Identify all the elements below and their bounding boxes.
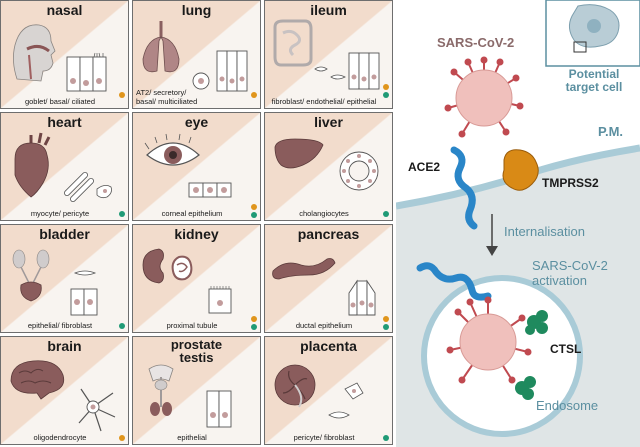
process-label: Internalisation [504, 224, 585, 239]
tile-placenta: placenta pericyte/ fibroblast [264, 336, 393, 445]
green-marker [251, 212, 257, 218]
tile-lung: lung AT2/ secretory/ basal/ multiciliate… [132, 0, 261, 109]
tissue-grid: nasal goblet/ basal/ ciliated lung AT2/ … [0, 0, 393, 445]
brain-illustration [10, 360, 116, 432]
tile-eye: eye corneal epithelium [132, 112, 261, 221]
tile-nasal: nasal goblet/ basal/ ciliated [0, 0, 129, 109]
heart-illustration [14, 132, 112, 202]
orange-marker [251, 204, 257, 210]
tile-caption: fibroblast/ endothelial/ epithelial [271, 96, 377, 106]
orange-marker [119, 435, 125, 441]
green-marker [383, 92, 389, 98]
pancreas-illustration [272, 258, 376, 316]
tile-prostate-testis: prostate testis epithelial [132, 336, 261, 445]
tile-title: eye [184, 114, 209, 130]
tile-title: heart [47, 114, 82, 130]
ctsl-protease [515, 310, 548, 400]
orange-marker [119, 92, 125, 98]
green-marker [383, 435, 389, 441]
tile-title-line2: testis [179, 350, 214, 365]
tile-caption: cholangiocytes [299, 208, 349, 218]
orange-marker [251, 316, 257, 322]
virus-label: SARS-CoV-2 [437, 35, 515, 50]
tile-heart: heart myocyte/ pericyte [0, 112, 129, 221]
orange-marker [383, 84, 389, 90]
activation-line1: SARS-CoV-2 [532, 258, 608, 273]
tile-caption: myocyte/ pericyte [30, 208, 90, 218]
endosome-label: Endosome [536, 398, 599, 413]
tile-title: kidney [174, 226, 219, 242]
mechanism-panel: SARS-CoV-2 Potential target cell P.M. AC… [396, 0, 640, 447]
tile-caption: oligodendrocyte [33, 432, 87, 442]
tile-caption: ductal epithelium [295, 320, 353, 330]
bladder-illustration [12, 249, 98, 316]
tile-bladder: bladder epithelial/ fibroblast [0, 224, 129, 333]
ace2-internalised [416, 262, 492, 301]
green-marker [251, 324, 257, 330]
internalised-virus [446, 296, 532, 384]
lung-illustration [142, 21, 248, 92]
ctsl-label: CTSL [550, 342, 582, 356]
tile-caption: proximal tubule [166, 320, 218, 330]
virus-particle [444, 56, 524, 138]
green-marker [383, 324, 389, 330]
tile-ileum: ileum fibroblast/ endothelial/ epithelia… [264, 0, 393, 109]
orange-marker [251, 92, 257, 98]
tmprss2-protease [502, 149, 539, 191]
kidney-illustration [142, 248, 232, 314]
ace2-receptor [450, 146, 478, 230]
tile-title: lung [181, 2, 212, 18]
tile-caption: epithelial/ fibroblast [27, 320, 93, 330]
tile-title: pancreas [297, 226, 360, 242]
tile-caption: corneal epithelium [161, 208, 223, 218]
tile-title: nasal [46, 2, 83, 18]
tile-brain: brain oligodendrocyte [0, 336, 129, 445]
tile-caption: epithelial [177, 432, 207, 442]
liver-illustration [274, 138, 379, 191]
green-marker [383, 211, 389, 217]
activation-line2: activation [532, 273, 587, 288]
tile-kidney: kidney proximal tubule [132, 224, 261, 333]
ace2-label: ACE2 [408, 160, 441, 174]
inset-label: Potential target cell [548, 68, 640, 94]
tile-caption: goblet/ basal/ ciliated [24, 96, 96, 106]
tile-title: prostate testis [133, 338, 260, 364]
tile-caption: AT2/ secretory/ basal/ multiciliated [136, 88, 198, 106]
mechanism-illustration [396, 0, 640, 437]
inset-label-line2: target cell [565, 80, 623, 94]
green-marker [119, 211, 125, 217]
green-marker [119, 323, 125, 329]
tile-title: brain [47, 338, 82, 354]
tile-liver: liver cholangiocytes [264, 112, 393, 221]
ileum-illustration [273, 19, 380, 90]
activation-label: SARS-CoV-2 activation [532, 258, 608, 288]
tile-title: liver [314, 114, 343, 130]
tile-title: bladder [39, 226, 90, 242]
tile-pancreas: pancreas ductal epithelium [264, 224, 393, 333]
tile-title: ileum [310, 2, 347, 18]
tile-title: placenta [300, 338, 357, 354]
membrane-label: P.M. [598, 124, 624, 139]
prostate-testis-illustration [148, 364, 232, 428]
eye-illustration [144, 133, 232, 198]
tile-title-line1: prostate [170, 337, 223, 352]
orange-marker [383, 316, 389, 322]
inset-label-line1: Potential [568, 67, 620, 81]
placenta-illustration [274, 364, 364, 419]
tile-caption: pericyte/ fibroblast [293, 432, 355, 442]
tmprss2-label: TMPRSS2 [542, 176, 599, 190]
nasal-illustration [13, 24, 107, 92]
